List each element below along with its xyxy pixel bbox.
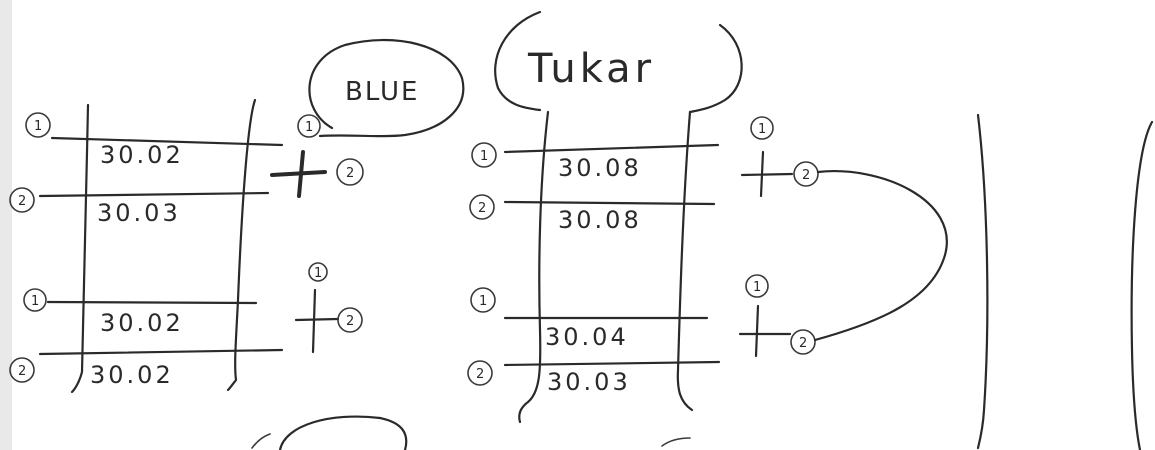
- far-right-bracket-1: [976, 113, 989, 450]
- cross-top-circle: [297, 114, 321, 138]
- cross-vertical: [311, 288, 317, 354]
- row-value: 30.02: [100, 309, 184, 337]
- row-marker-circle: [9, 187, 35, 213]
- cross-top-label: 1: [753, 280, 761, 295]
- row-value: 30.04: [545, 323, 629, 351]
- left-divider-4: [38, 348, 284, 356]
- tukar-left-bracket: [494, 10, 542, 112]
- right-divider-2: [503, 200, 716, 206]
- row-marker-circle: [469, 194, 495, 220]
- row-marker: 1: [31, 294, 39, 309]
- row-marker-circle: [9, 357, 35, 383]
- cross-top-label: 1: [314, 266, 322, 281]
- left-row-3: 1 30.02: [23, 288, 184, 337]
- swap-connector-curve: [813, 170, 948, 342]
- blue-heading: BLUE: [345, 77, 420, 107]
- bottom-partial-stroke-right: [661, 437, 691, 447]
- row-marker-circle: [23, 288, 47, 312]
- cross-vertical: [754, 304, 760, 358]
- paper-edge: [0, 0, 12, 450]
- row-value: 30.08: [558, 206, 642, 234]
- cross-top-label: 1: [758, 122, 766, 137]
- bottom-partial-loop: [278, 415, 408, 450]
- left-row-1: 1 30.02: [25, 112, 184, 169]
- tukar-heading: Tukar: [527, 46, 655, 92]
- row-value: 30.02: [100, 141, 184, 169]
- far-right-bracket-2: [1130, 120, 1154, 450]
- cross-top-circle: [308, 262, 328, 282]
- cross-right-circle: [336, 158, 364, 186]
- row-marker-circle: [471, 142, 497, 168]
- row-marker: 1: [34, 119, 42, 134]
- row-marker-circle: [467, 360, 493, 386]
- cross-top-label: 1: [305, 120, 313, 135]
- cross-right-label: 2: [346, 166, 354, 181]
- left-panel-right-rail: [226, 98, 257, 392]
- cross-horizontal: [740, 172, 794, 177]
- left-row-4: 2 30.02: [9, 357, 174, 389]
- tukar-right-bracket: [688, 23, 743, 114]
- cross-right-label: 2: [802, 168, 810, 183]
- right-row-2: 2 30.08: [469, 194, 642, 234]
- row-marker: 2: [476, 367, 484, 382]
- row-marker: 2: [18, 364, 26, 379]
- right-cross-1: 1 2: [740, 116, 819, 198]
- cross-horizontal: [270, 170, 327, 177]
- right-row-4: 2 30.03: [467, 360, 631, 396]
- bottom-partial-stroke-left: [251, 433, 271, 449]
- row-marker-circle: [25, 112, 51, 138]
- left-panel-left-rail: [70, 103, 90, 394]
- row-value: 30.03: [547, 368, 631, 396]
- right-row-1: 1 30.08: [471, 142, 642, 182]
- row-value: 30.03: [97, 199, 181, 227]
- row-marker: 1: [480, 149, 488, 164]
- left-cross-1: 1 2: [270, 114, 364, 198]
- row-marker: 2: [18, 194, 26, 209]
- right-divider-4: [503, 360, 721, 367]
- row-marker: 2: [478, 201, 486, 216]
- cross-right-circle: [790, 329, 816, 355]
- cross-horizontal: [294, 317, 340, 322]
- row-marker: 1: [479, 294, 487, 309]
- right-divider-1: [503, 143, 720, 154]
- row-marker-circle: [470, 287, 496, 313]
- row-value: 30.02: [90, 361, 174, 389]
- left-divider-3: [46, 300, 258, 305]
- blue-circle-outline: [308, 38, 465, 138]
- cross-right-circle: [793, 161, 819, 187]
- cross-top-circle: [745, 274, 769, 298]
- cross-right-label: 2: [346, 314, 354, 329]
- cross-top-circle: [750, 116, 774, 140]
- cross-right-circle: [337, 307, 363, 333]
- cross-right-label: 2: [799, 336, 807, 351]
- right-row-3: 1 30.04: [470, 287, 629, 351]
- right-cross-2: 1 2: [738, 274, 816, 358]
- left-divider-1: [50, 136, 284, 147]
- left-row-2: 2 30.03: [9, 187, 181, 227]
- left-cross-2: 1 2: [294, 262, 363, 354]
- left-divider-2: [38, 191, 270, 198]
- right-panel-right-rail: [676, 110, 694, 412]
- row-value: 30.08: [558, 154, 642, 182]
- right-panel-left-rail: [518, 110, 550, 424]
